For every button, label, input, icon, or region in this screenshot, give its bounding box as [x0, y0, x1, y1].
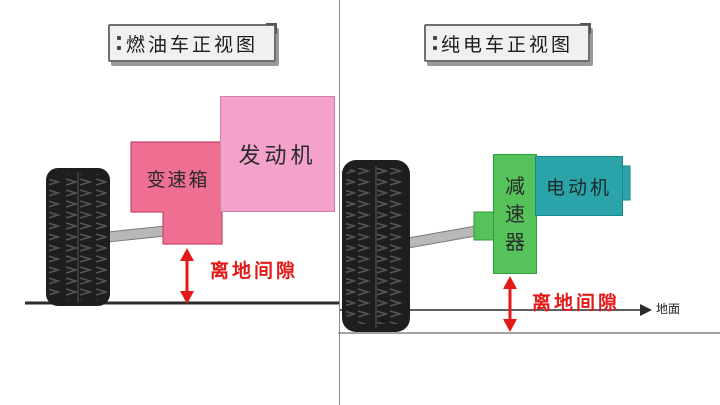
left-gap-arrow: [180, 248, 194, 304]
engine-label: 发动机: [238, 144, 317, 169]
right-gap-arrow: [503, 276, 517, 332]
right-title-tag: 纯电车正视图: [424, 23, 591, 62]
reducer-block: 减 速 器: [493, 154, 537, 274]
gearbox-label-box: 变速箱: [140, 158, 216, 198]
left-tire: [46, 168, 110, 306]
ground-label: 地面: [656, 302, 681, 316]
engine-block: 发动机: [220, 96, 335, 212]
reducer-char-2: 速: [505, 202, 525, 226]
right-tire: [342, 160, 410, 332]
panel-divider: [339, 0, 340, 405]
tag-bullet-icon: [433, 36, 438, 50]
left-axle-shaft: [107, 225, 166, 243]
ground-arrowhead: [640, 304, 652, 316]
tag-corner-icon: [266, 23, 277, 34]
reducer-char-3: 器: [505, 230, 525, 254]
right-axle-shaft: [407, 225, 477, 249]
left-gap-label: 离地间隙: [210, 260, 299, 282]
motor-block: 电动机: [535, 156, 623, 216]
right-gap-label: 离地间隙: [532, 292, 621, 314]
left-title-text: 燃油车正视图: [125, 33, 258, 56]
tag-corner-icon: [580, 23, 591, 34]
tag-bullet-icon: [117, 36, 122, 50]
gearbox-label: 变速箱: [146, 168, 210, 191]
motor-label: 电动机: [545, 176, 612, 199]
right-title-text: 纯电车正视图: [440, 33, 573, 56]
left-title-tag: 燃油车正视图: [108, 23, 277, 62]
reducer-char-1: 减: [505, 174, 525, 198]
